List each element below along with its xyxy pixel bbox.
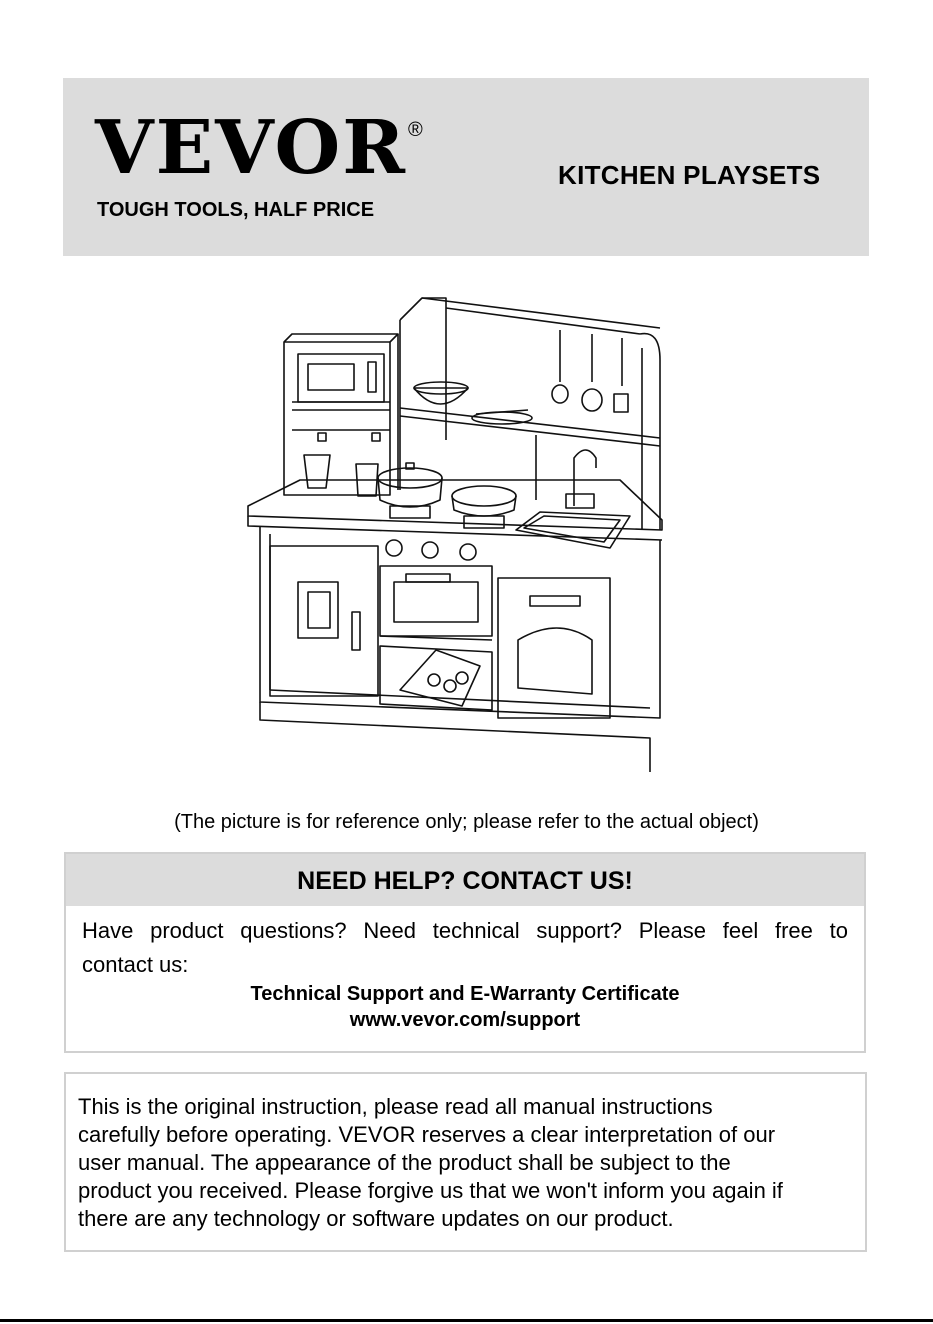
notice-line: user manual. The appearance of the produ… (78, 1150, 731, 1175)
vevor-logo: VEVOR (95, 105, 408, 191)
registered-mark: ® (408, 119, 423, 141)
notice-text: This is the original instruction, please… (78, 1093, 868, 1233)
contact-heading: NEED HELP? CONTACT US! (66, 854, 864, 906)
support-url-link[interactable]: www.vevor.com/support (349, 1009, 581, 1031)
bottom-rule (0, 1319, 933, 1322)
contact-body-line1: Have product questions? Need technical s… (82, 918, 848, 943)
support-label: Technical Support and E-Warranty Certifi… (250, 983, 680, 1005)
notice-line: there are any technology or software upd… (78, 1206, 674, 1231)
notice-line: product you received. Please forgive us … (78, 1178, 783, 1203)
contact-body-line2: contact us: (82, 952, 189, 977)
notice-line: This is the original instruction, please… (78, 1094, 713, 1119)
reference-caption: (The picture is for reference only; plea… (174, 811, 759, 833)
notice-line: carefully before operating. VEVOR reserv… (78, 1122, 776, 1147)
header-band: VEVOR ® TOUGH TOOLS, HALF PRICE KITCHEN … (63, 78, 869, 256)
kitchen-playset-illustration (247, 297, 663, 772)
brand-tagline: TOUGH TOOLS, HALF PRICE (97, 199, 375, 221)
notice-box: This is the original instruction, please… (64, 1072, 867, 1252)
document-title: KITCHEN PLAYSETS (558, 160, 821, 190)
contact-box: NEED HELP? CONTACT US! Have product ques… (64, 852, 866, 1053)
